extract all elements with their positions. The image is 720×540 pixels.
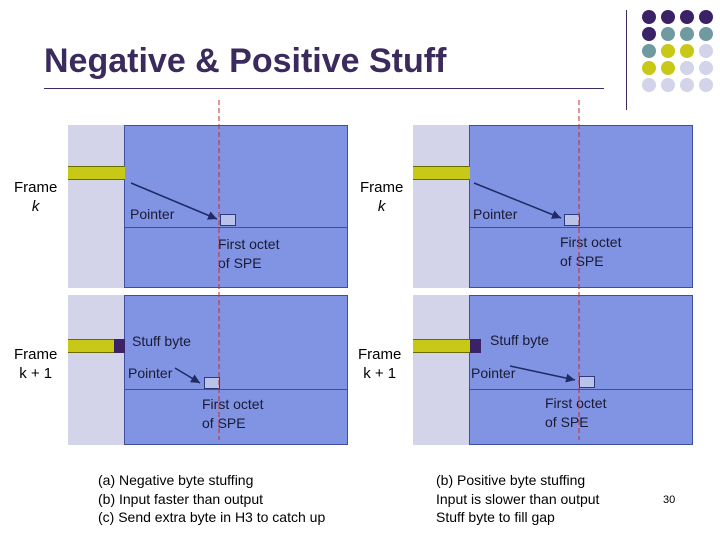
left-frame-k1-var: k + 1 [19,365,53,382]
right-frame-k1: Stuff byte Pointer First octet of SPE [413,295,693,445]
left-frame-k1-h3-byte [68,339,114,353]
right-caption-line-3: Stuff byte to fill gap [436,509,555,525]
right-caption-line-1: (b) Positive byte stuffing [436,472,586,488]
decor-dot [642,10,656,24]
left-frame-k-var: k [31,198,40,215]
decor-dot [680,10,694,24]
right-frame-k1-first-octet-line1: First octet [545,395,607,411]
decor-dot [699,44,713,58]
right-frame-k1-label: Frame k + 1 [358,345,401,383]
left-frame-k1-first-octet-line1: First octet [202,396,264,412]
right-frame-k: Pointer First octet of SPE [413,125,693,288]
left-caption-line-c: (c) Send extra byte in H3 to catch up [98,509,326,525]
left-frame-k1-stuff-byte [114,339,125,353]
left-caption-line-a: (a) Negative byte stuffing [98,472,254,488]
left-frame-k-pointer-label: Pointer [130,206,175,222]
right-frame-k-first-octet-line2: of SPE [560,253,604,269]
decor-dot [661,10,675,24]
left-frame-k: Pointer First octet of SPE [68,125,348,288]
decor-dot [661,78,675,92]
left-frame-k1-word: Frame [14,346,58,363]
right-frame-k1-stuff-byte [470,339,481,353]
left-frame-k1: Stuff byte Pointer First octet of SPE [68,295,348,445]
decor-dot-grid [642,10,718,94]
decor-dot [699,10,713,24]
title-underline [44,88,604,89]
left-frame-k-label: Frame k [14,178,57,216]
left-frame-k-first-octet-line1: First octet [218,236,280,252]
page-number: 30 [663,494,676,506]
right-frame-k1-stuff-byte-label: Stuff byte [490,332,549,348]
decor-dot [642,61,656,75]
right-frame-k-overhead [413,125,470,288]
decor-dot [699,27,713,41]
left-frame-k-spe-start [220,214,236,226]
right-frame-k1-first-octet-line2: of SPE [545,414,589,430]
right-frame-k-h3-byte [413,166,470,180]
left-frame-k1-first-octet-line2: of SPE [202,415,246,431]
left-caption: (a) Negative byte stuffing (b) Input fas… [98,471,325,527]
right-frame-k-pointer-label: Pointer [473,206,518,222]
right-frame-k-word: Frame [360,179,404,196]
left-frame-k-word: Frame [14,179,58,196]
left-frame-k-row-divider [125,227,348,228]
decor-dot [680,44,694,58]
right-frame-k1-h3-byte [413,339,470,353]
decor-dot [680,27,694,41]
left-frame-k1-row-divider [125,389,348,390]
decor-dot [680,61,694,75]
right-frame-k1-overhead [413,295,470,445]
left-frame-k1-overhead [68,295,125,445]
decor-dot [699,61,713,75]
left-frame-k-overhead [68,125,125,288]
right-frame-k1-spe-start [579,376,595,388]
left-caption-line-b: (b) Input faster than output [98,490,263,507]
slide-title: Negative & Positive Stuff [44,42,447,80]
right-frame-k1-pointer-label: Pointer [471,365,516,381]
right-frame-k1-var: k + 1 [363,365,397,382]
right-caption-line-2: Input is slower than output [436,490,600,507]
right-frame-k-spe-start [564,214,580,226]
right-caption: (b) Positive byte stuffing Input is slow… [436,471,599,527]
decor-dot [642,78,656,92]
decor-dot [680,78,694,92]
left-frame-k-first-octet-line2: of SPE [218,255,262,271]
left-frame-k1-stuff-byte-label: Stuff byte [132,333,191,349]
decor-dot [661,27,675,41]
decor-dot [661,44,675,58]
right-frame-k-label: Frame k [360,178,403,216]
decor-vertical-rule [626,10,627,110]
decor-dot [661,61,675,75]
right-frame-k-row-divider [470,227,693,228]
right-frame-k1-row-divider [470,389,693,390]
left-frame-k1-spe-start [204,377,220,389]
left-frame-k1-label: Frame k + 1 [14,345,57,383]
decor-dot [642,44,656,58]
right-frame-k1-word: Frame [358,346,402,363]
left-frame-k1-pointer-label: Pointer [128,365,173,381]
right-frame-k-first-octet-line1: First octet [560,234,622,250]
right-frame-k-var: k [377,198,386,215]
left-frame-k-h3-byte [68,166,125,180]
decor-dot [642,27,656,41]
decor-dot [699,78,713,92]
